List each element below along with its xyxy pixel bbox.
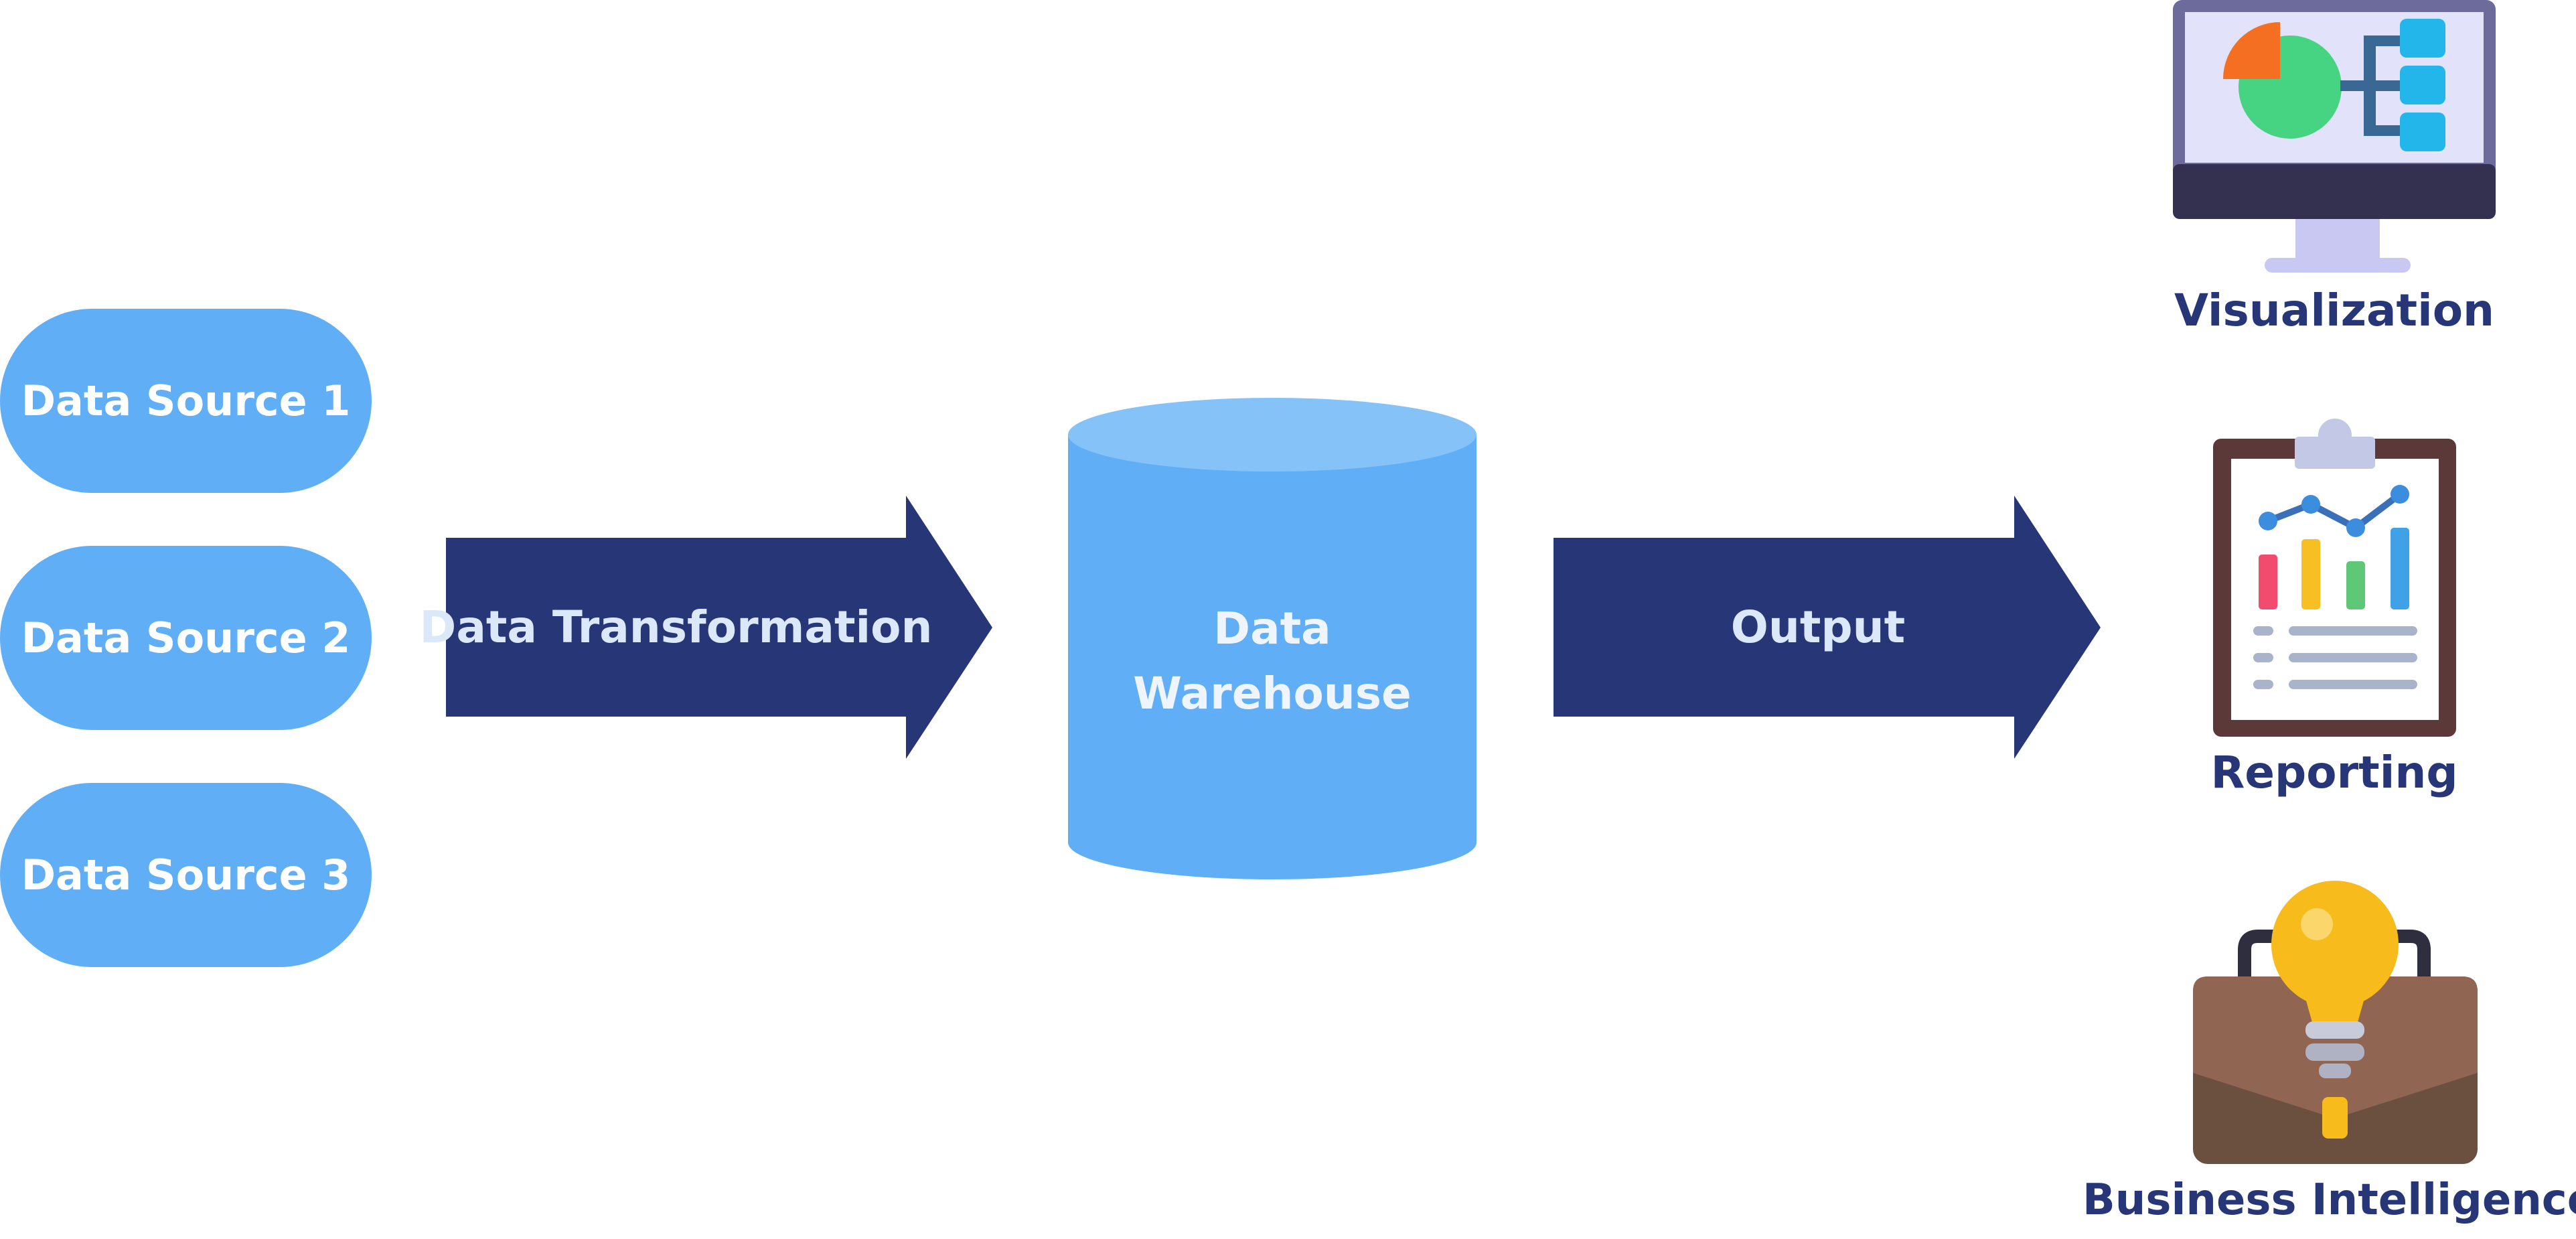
clipboard-report-icon bbox=[2213, 419, 2456, 737]
monitor-chart-icon bbox=[2173, 0, 2496, 273]
data-source-2-label: Data Source 2 bbox=[21, 613, 351, 662]
output-arrow bbox=[1554, 496, 2101, 759]
warehouse-label-line2: Warehouse bbox=[1133, 668, 1412, 719]
warehouse-cylinder bbox=[1068, 398, 1476, 879]
briefcase-lightbulb-icon bbox=[2193, 881, 2478, 1164]
transform-arrow bbox=[446, 496, 992, 759]
reporting-label: Reporting bbox=[2210, 747, 2458, 798]
data-source-1: Data Source 1 bbox=[0, 309, 372, 493]
warehouse-label: Data Warehouse bbox=[1068, 596, 1476, 726]
data-source-2: Data Source 2 bbox=[0, 546, 372, 730]
business-intelligence-label: Business Intelligence bbox=[2082, 1175, 2576, 1225]
output-label: Output bbox=[1730, 601, 1906, 653]
warehouse-label-line1: Data bbox=[1213, 603, 1331, 654]
visualization-label: Visualization bbox=[2174, 285, 2495, 336]
data-source-1-label: Data Source 1 bbox=[21, 376, 351, 425]
data-source-3-label: Data Source 3 bbox=[21, 851, 351, 899]
data-source-3: Data Source 3 bbox=[0, 783, 372, 967]
transform-label: Data Transformation bbox=[419, 601, 933, 653]
